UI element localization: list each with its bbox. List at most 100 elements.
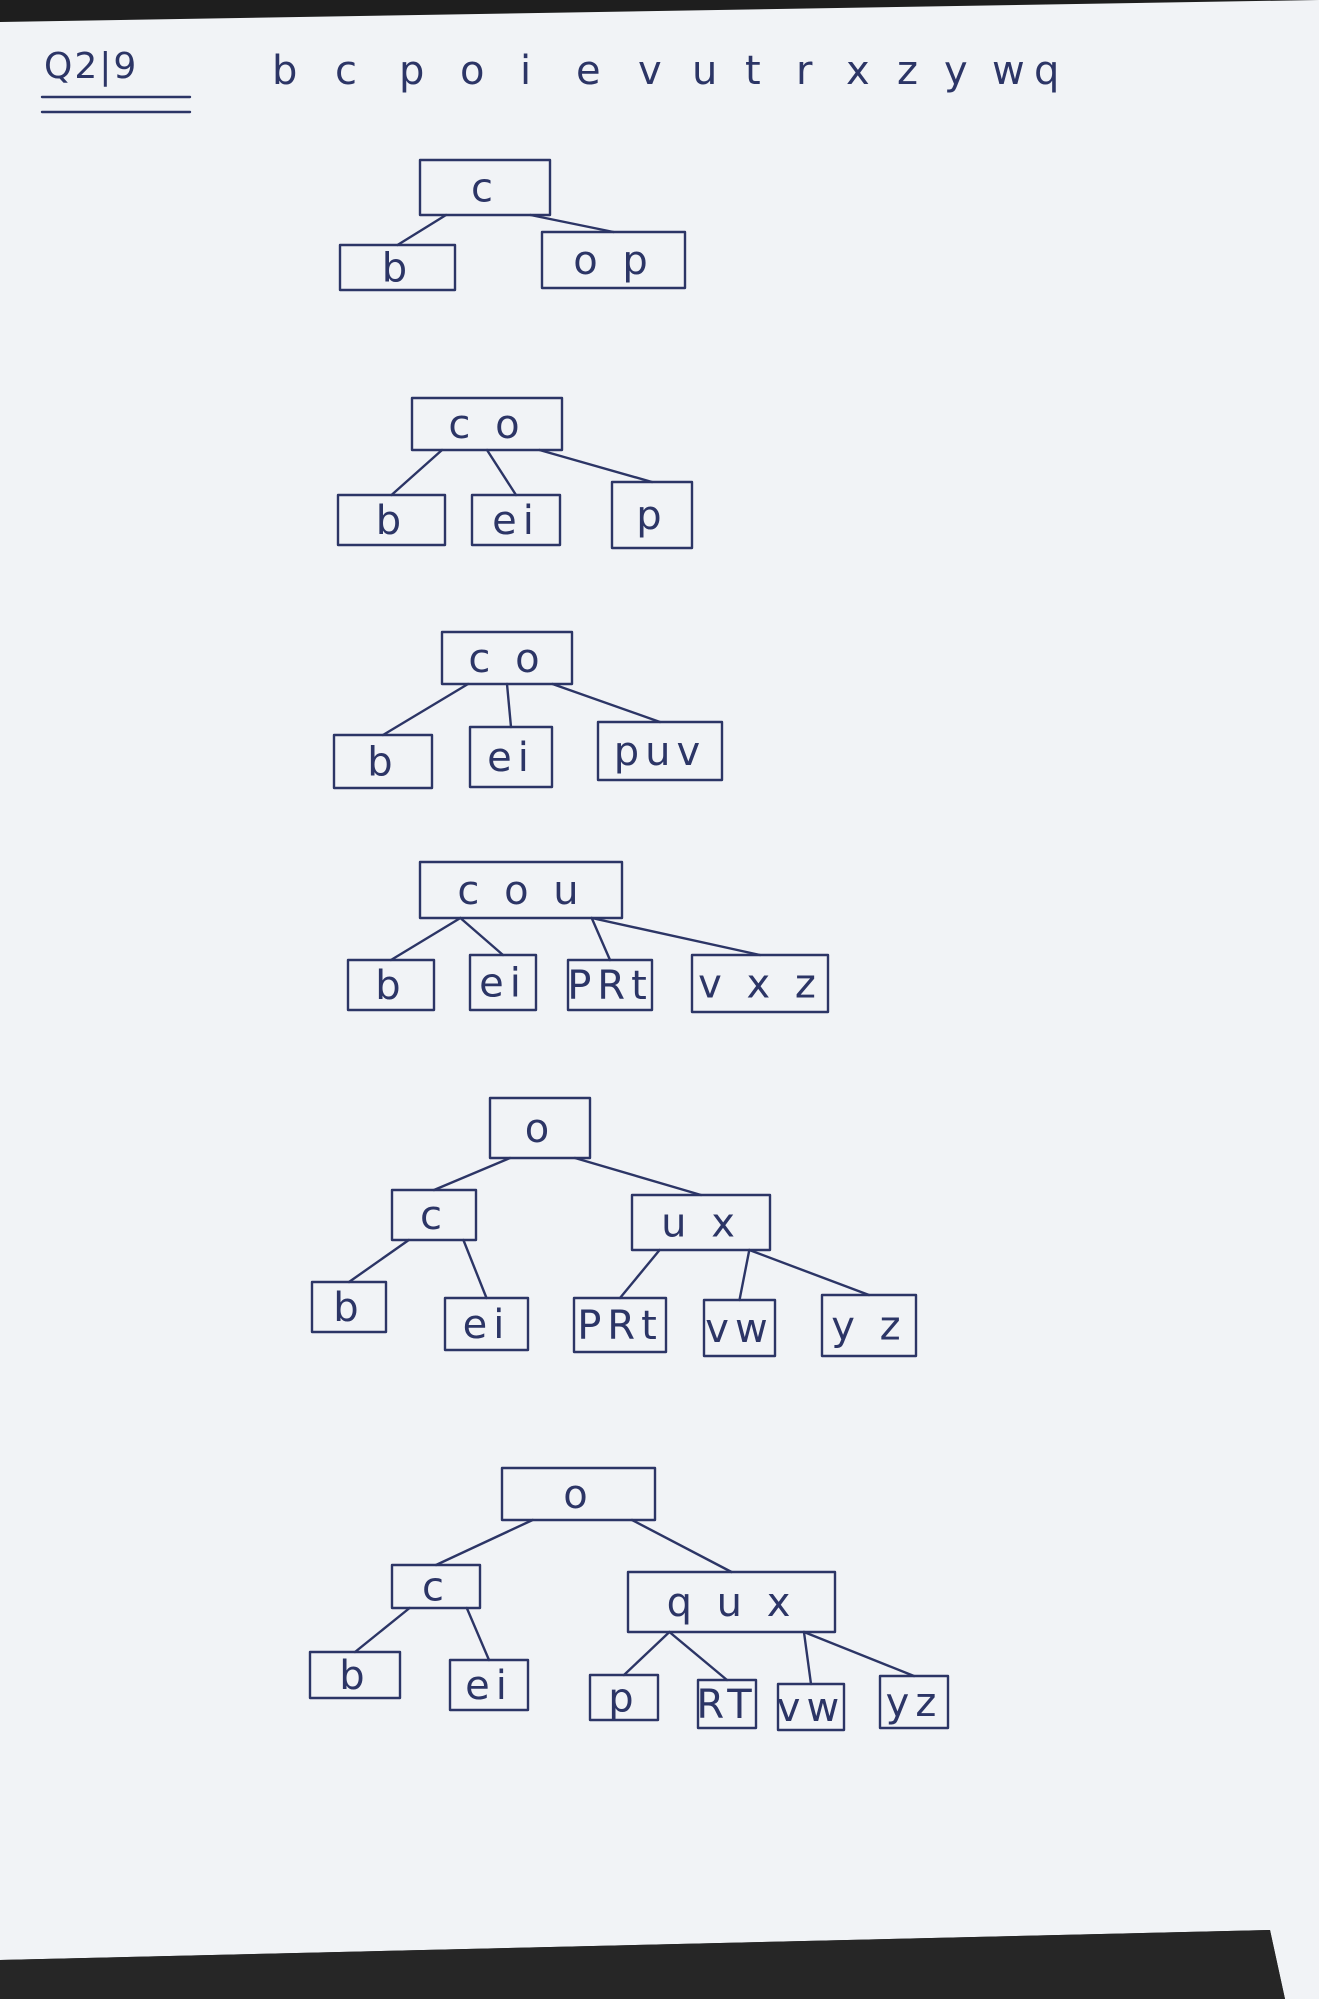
tree-node-keys: b: [375, 963, 406, 1009]
tree-node: c o u: [418, 860, 624, 920]
tree-node: c: [418, 158, 552, 217]
tree-edge: [668, 1630, 729, 1682]
tree-node-keys: b: [333, 1285, 364, 1331]
tree-node-box: [468, 953, 538, 1012]
tree-edge: [529, 213, 615, 234]
tree-edge: [485, 448, 518, 497]
tree-node-keys: ei: [492, 498, 540, 544]
tree-edge: [390, 448, 444, 497]
tree-node: PRt: [566, 958, 654, 1012]
tree-node-box: [390, 1563, 482, 1610]
sequence-letter: r: [796, 48, 813, 94]
tree-edge: [462, 1238, 488, 1300]
tree-node-box: [443, 1296, 530, 1352]
tree-node-box: [630, 1193, 772, 1252]
tree-node: b: [310, 1280, 388, 1334]
sequence-letter: t: [745, 48, 761, 94]
tree-node-keys: c: [422, 1565, 450, 1611]
tree-node: b: [308, 1650, 402, 1700]
tree-node-box: [468, 725, 554, 789]
tree-node: b: [336, 493, 447, 547]
tree-node: c o: [440, 630, 574, 686]
heading-label: Q2|9: [44, 46, 138, 87]
tree-node: o: [488, 1096, 592, 1160]
tree-edge: [381, 682, 470, 737]
tree-node-keys: PRt: [567, 963, 653, 1009]
tree-node-box: [588, 1673, 660, 1722]
tree-node: puv: [596, 720, 724, 782]
tree-node-box: [610, 480, 694, 550]
tree-node-box: [346, 958, 436, 1012]
tree-node-keys: c o u: [457, 868, 584, 914]
sequence-letter: p: [399, 48, 424, 94]
tree-node-box: [626, 1570, 837, 1634]
tree-node: yz: [878, 1674, 950, 1730]
tree-node-keys: ei: [479, 961, 527, 1007]
tree-node-box: [470, 493, 562, 547]
tree-edge: [630, 1518, 733, 1574]
sequence-letter: w: [992, 48, 1025, 94]
tree-node-keys: b: [367, 740, 398, 786]
tree-node: c o: [410, 396, 564, 452]
tree-edge: [590, 916, 612, 962]
tree-node-box: [540, 230, 687, 290]
tree-node-box: [776, 1682, 846, 1732]
tree-node: v x z: [690, 953, 830, 1014]
tree-node-box: [572, 1296, 668, 1354]
tree-node: ei: [448, 1658, 530, 1712]
tree-edge: [590, 916, 762, 957]
tree-node-keys: p: [608, 1676, 639, 1722]
tree-node-box: [390, 1188, 478, 1242]
tree-node: RT: [696, 1678, 758, 1730]
tree-node-keys: ei: [487, 735, 535, 781]
tree-node-keys: yz: [886, 1680, 943, 1726]
tree-node-keys: o p: [573, 238, 654, 284]
tree-node-keys: RT: [696, 1682, 757, 1728]
tree-node: vw: [702, 1298, 777, 1358]
sequence-letter: b: [272, 48, 297, 94]
tree-edge: [396, 213, 448, 247]
tree-edge: [802, 1630, 916, 1678]
tree-node-box: [702, 1298, 777, 1358]
sequence-letter: y: [944, 48, 968, 94]
tree-node-box: [336, 493, 447, 547]
sequence-letter: q: [1034, 48, 1059, 94]
tree-edge: [622, 1630, 671, 1677]
tree-node-keys: u x: [661, 1201, 741, 1247]
sequence-letter: c: [335, 48, 357, 94]
tree-node-box: [410, 396, 564, 452]
tree-edge: [505, 682, 513, 729]
tree-node-box: [878, 1674, 950, 1730]
tree-node-keys: PRt: [577, 1303, 663, 1349]
tree-node-keys: p: [636, 493, 667, 539]
tree-node-box: [696, 1678, 758, 1730]
tree-node-keys: b: [382, 246, 413, 292]
tree-edge: [618, 1248, 661, 1300]
tree-edge: [748, 1248, 871, 1297]
tree-node-box: [418, 158, 552, 217]
tree-node-keys: c: [471, 166, 499, 212]
tree-node: ei: [443, 1296, 530, 1352]
tree-node-keys: b: [339, 1653, 370, 1699]
tree-node: c: [390, 1563, 482, 1611]
tree-node: b: [346, 958, 436, 1012]
tree-node-keys: o: [563, 1472, 593, 1518]
tree-node-keys: ei: [465, 1663, 513, 1709]
sequence-letter: i: [520, 48, 531, 94]
tree-node: b: [332, 733, 434, 790]
tree-node: o: [500, 1466, 657, 1522]
sequence-letter: z: [897, 48, 918, 94]
tree-node: p: [588, 1673, 660, 1722]
tree-edge: [434, 1518, 534, 1567]
tree-node-keys: o: [525, 1106, 555, 1152]
tree-node-keys: vw: [705, 1306, 773, 1352]
b-tree-step: c b o p: [338, 158, 687, 292]
tree-node-keys: b: [376, 498, 407, 544]
b-tree-step: c o b ei puv: [332, 630, 724, 790]
tree-node: ei: [468, 953, 538, 1012]
